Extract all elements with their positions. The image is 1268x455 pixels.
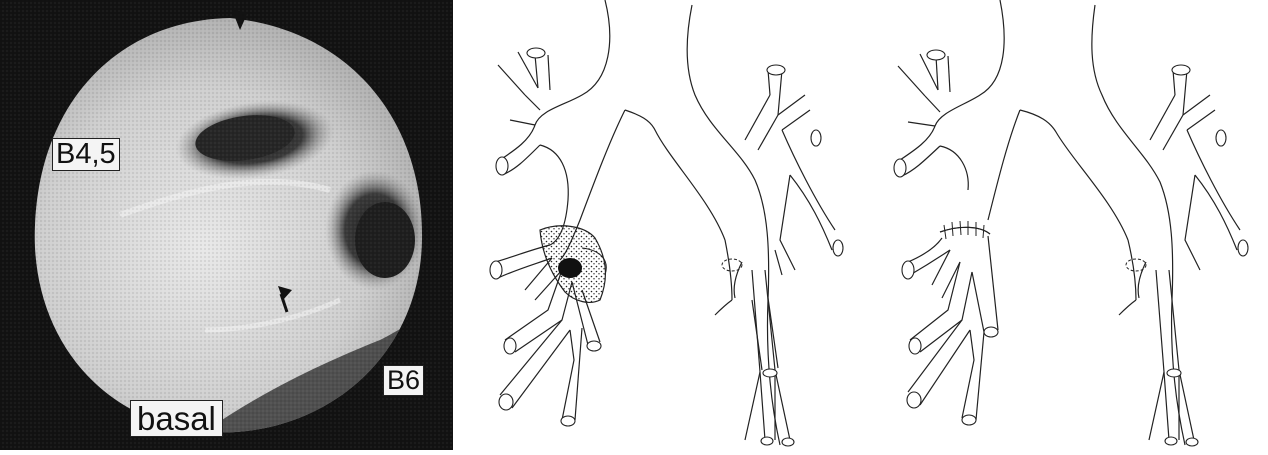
stump-7 xyxy=(962,415,976,425)
carina-line xyxy=(1020,110,1128,240)
stump-12 xyxy=(1165,437,1177,445)
stump-5 xyxy=(984,327,998,337)
lb-upper-1b xyxy=(758,115,778,150)
lb-upper-1a xyxy=(1150,95,1175,140)
label-basal: basal xyxy=(130,400,223,437)
stump-1 xyxy=(927,50,945,60)
rb-upper-3b xyxy=(948,56,950,92)
left-wall-outer xyxy=(687,5,780,445)
rb-lower-6b xyxy=(575,328,582,420)
stump-2 xyxy=(894,159,906,177)
bronchial-tree-after xyxy=(880,0,1268,450)
bronchial-tree-before xyxy=(470,0,870,450)
rb-upper-3a xyxy=(936,56,938,90)
rb-lower-5a xyxy=(908,320,962,392)
left-wall-outer xyxy=(1092,5,1185,445)
stump-13 xyxy=(782,438,794,446)
suture-base xyxy=(940,227,990,234)
stump-11 xyxy=(763,369,777,377)
stump-5 xyxy=(587,341,601,351)
carina-line xyxy=(625,110,725,240)
bronchoscopy-photo: B4,5 B6 basal xyxy=(0,0,453,450)
rb-upper-2a xyxy=(498,65,525,95)
rb-lower-5b xyxy=(512,330,570,408)
rb-junction xyxy=(925,96,940,112)
stump-1 xyxy=(527,48,545,58)
suture-line xyxy=(940,221,990,239)
lb-upper-1a xyxy=(745,95,770,140)
rb-lower-2b xyxy=(942,262,960,298)
rb-lower-4a xyxy=(972,272,984,332)
lb-upper-2 xyxy=(778,95,810,130)
lb-lower-c xyxy=(745,270,760,440)
lesion-core xyxy=(558,258,582,278)
lb-lower-a xyxy=(780,175,795,270)
stump-12 xyxy=(761,437,773,445)
lb-upper-3b xyxy=(790,175,832,250)
rb-junction xyxy=(525,95,540,110)
stump-11 xyxy=(1167,369,1181,377)
rb-upper-3b xyxy=(548,55,550,90)
right-wall-outer xyxy=(935,0,1004,126)
stump-6 xyxy=(907,392,921,408)
rb-lower-4b xyxy=(988,236,998,330)
lb-lower-e xyxy=(1164,370,1179,440)
stump-10 xyxy=(1238,240,1248,256)
rb-lower-6b xyxy=(976,332,984,420)
rb-main-inner xyxy=(988,110,1020,220)
stump-9 xyxy=(1216,130,1226,146)
rb-intermediate xyxy=(940,146,968,190)
lb-upper-1b xyxy=(1163,115,1183,150)
stump-13 xyxy=(1186,438,1198,446)
lb-upper-3a xyxy=(782,130,835,230)
stump-3 xyxy=(902,261,914,279)
stump-4 xyxy=(909,338,921,354)
rb-lower-6a xyxy=(962,330,974,418)
lb-stub-a xyxy=(715,300,732,315)
stump-7 xyxy=(561,416,575,426)
bronchial-tree-before-drawing xyxy=(470,0,870,450)
lb-upper-3b xyxy=(1195,175,1237,250)
bronchial-tree-after-drawing xyxy=(880,0,1268,450)
anastomosis-line xyxy=(940,227,990,234)
stump-4 xyxy=(504,338,516,354)
stump-9 xyxy=(811,130,821,146)
lb-upper-1c xyxy=(1173,70,1187,115)
stump-8 xyxy=(767,65,785,75)
rb-lower-3a xyxy=(910,262,960,340)
lb-upper-2 xyxy=(1183,95,1215,130)
lb-lower-a xyxy=(1185,175,1200,270)
rb-upper-1 xyxy=(510,120,535,125)
rb-lower-5a xyxy=(500,320,562,395)
rb-lower-6a xyxy=(562,330,574,420)
stump-6 xyxy=(499,394,513,410)
rb-lower-1a xyxy=(495,245,550,262)
lb-main xyxy=(725,240,732,300)
stump-3 xyxy=(490,261,502,279)
lb-stub-a xyxy=(1119,300,1136,315)
lb-orifice-dashed xyxy=(722,259,742,271)
rb-upper-2a xyxy=(898,66,925,96)
lb-lower-c xyxy=(1149,270,1164,440)
right-wall-outer xyxy=(535,0,610,125)
suture-stitches xyxy=(944,221,984,239)
rb-upper-4b xyxy=(902,146,940,176)
label-b45: B4,5 xyxy=(52,138,120,171)
lb-upper-1c xyxy=(768,70,782,115)
stump-10 xyxy=(833,240,843,256)
stump-8 xyxy=(1172,65,1190,75)
rb-upper-1 xyxy=(908,122,935,126)
rb-lower-5b xyxy=(920,330,970,405)
lb-lower-b xyxy=(775,250,782,275)
lb-orifice-dashed xyxy=(1126,259,1146,271)
lb-upper-3a xyxy=(1187,130,1240,230)
label-b6: B6 xyxy=(383,365,424,396)
stump-2 xyxy=(496,157,508,175)
